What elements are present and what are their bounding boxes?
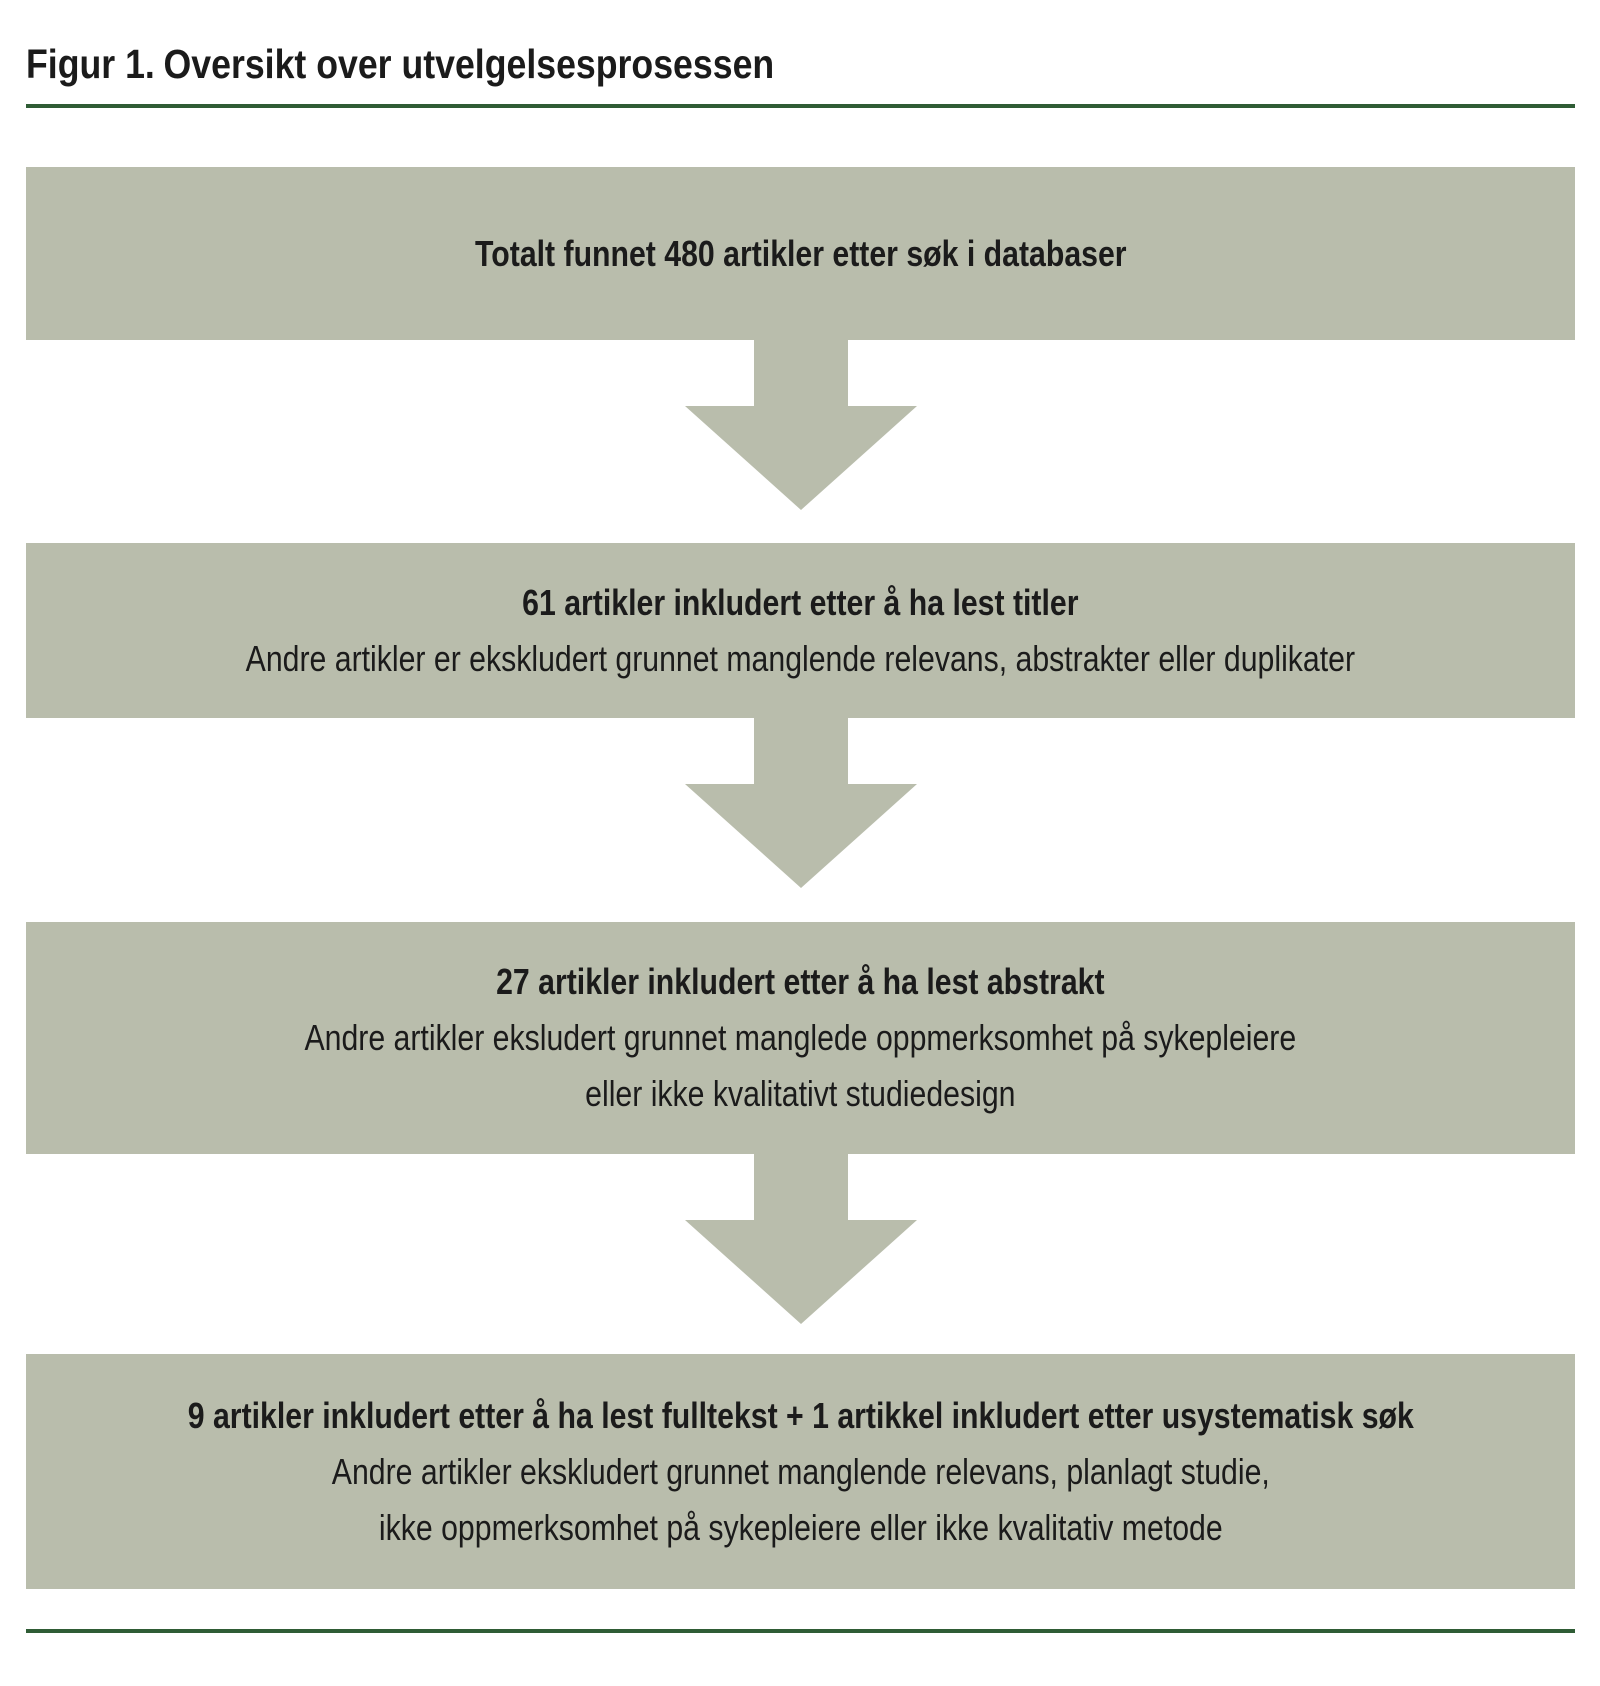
figure-title: Figur 1.Oversikt over utvelgelsesprosess… <box>26 38 1575 90</box>
figure-number-label: Figur 1. <box>26 41 155 87</box>
top-divider-rule <box>26 104 1575 108</box>
flow-box-search-results: Totalt funnet 480 artikler etter søk i d… <box>26 167 1575 340</box>
down-arrow-icon <box>26 340 1575 510</box>
down-arrow-icon <box>26 718 1575 888</box>
down-arrow-icon <box>26 1154 1575 1324</box>
figure-title-text: Oversikt over utvelgelsesprosessen <box>163 41 775 87</box>
box-line: Andre artikler er ekskludert grunnet man… <box>245 637 1356 679</box>
flow-box-fulltext-included-text: 9 artikler inkludert etter å ha lest ful… <box>187 1388 1413 1556</box>
box-line: Totalt funnet 480 artikler etter søk i d… <box>474 232 1127 274</box>
box-line: Andre artikler ekskludert grunnet mangle… <box>331 1450 1270 1492</box>
figure-container: Figur 1.Oversikt over utvelgelsesprosess… <box>26 38 1575 1633</box>
flow-box-fulltext-included: 9 artikler inkludert etter å ha lest ful… <box>26 1354 1575 1589</box>
flow-box-titles-screened: 61 artikler inkludert etter å ha lest ti… <box>26 543 1575 718</box>
box-line: eller ikke kvalitativt studiedesign <box>585 1073 1016 1114</box>
box-line: 9 artikler inkludert etter å ha lest ful… <box>187 1394 1414 1436</box>
figure-title-inner: Figur 1.Oversikt over utvelgelsesprosess… <box>26 38 774 90</box>
box-line: ikke oppmerksomhet på sykepleiere eller … <box>378 1506 1223 1548</box>
flow-box-abstracts-screened: 27 artikler inkludert etter å ha lest ab… <box>26 922 1575 1154</box>
bottom-divider-rule <box>26 1629 1575 1633</box>
flow-box-titles-screened-text: 61 artikler inkludert etter å ha lest ti… <box>246 575 1355 687</box>
box-line: 27 artikler inkludert etter å ha lest ab… <box>496 961 1105 1002</box>
box-line: 61 artikler inkludert etter å ha lest ti… <box>522 581 1079 623</box>
box-line: Andre artikler eksludert grunnet mangled… <box>304 1017 1297 1058</box>
flow-box-abstracts-screened-text: 27 artikler inkludert etter å ha lest ab… <box>305 954 1297 1122</box>
flow-box-search-results-text: Totalt funnet 480 artikler etter søk i d… <box>475 226 1126 282</box>
